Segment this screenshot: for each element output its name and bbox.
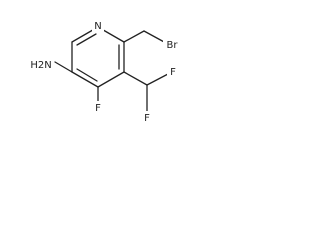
atom-label-fluorine-top: F [170, 67, 176, 78]
molecule-structure: N Br H2N F F F [28, 19, 181, 124]
atom-label-ring-nitrogen: N [94, 21, 101, 32]
bond-c4-c5 [71, 71, 99, 88]
bond-c6-n-double [76, 33, 97, 46]
bond-ch2-br [143, 30, 167, 44]
bond-c3-c4 [97, 71, 125, 88]
bond-c2-ch2 [123, 30, 145, 43]
atom-label-bromine: Br [167, 40, 179, 51]
bond-c5-nh2 [54, 61, 73, 73]
atom-label-amine: H2N [30, 60, 51, 71]
bond-chf2-f-top [146, 73, 169, 86]
bond-c4-c5-double [76, 68, 98, 82]
atom-label-fluorine-bottom: F [144, 113, 150, 124]
atom-label-ring-fluorine: F [95, 103, 101, 114]
bond-c3-chf2 [123, 71, 148, 86]
